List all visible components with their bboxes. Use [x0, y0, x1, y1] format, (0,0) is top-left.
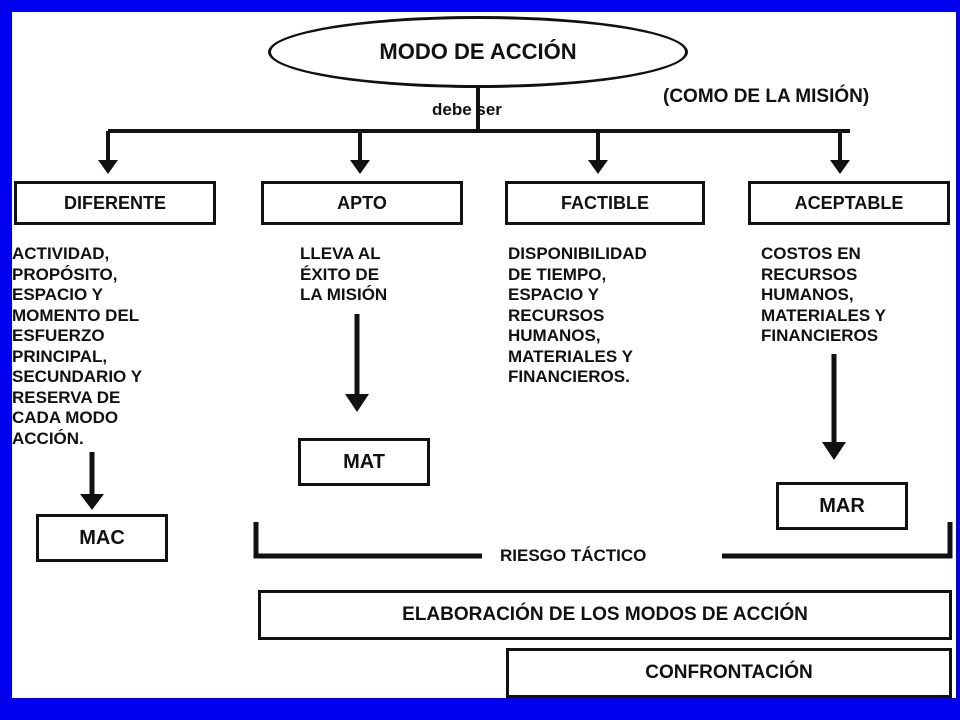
arrowhead-apto — [350, 160, 370, 174]
elaboration-box: ELABORACIÓN DE LOS MODOS DE ACCIÓN — [258, 590, 952, 640]
output-label: MAC — [79, 526, 125, 549]
arrowhead-factible — [588, 160, 608, 174]
criterion-box-diferente: DIFERENTE — [14, 181, 216, 225]
output-label: MAR — [819, 494, 865, 517]
output-box-mar: MAR — [776, 482, 908, 530]
criterion-description-factible: DISPONIBILIDAD DE TIEMPO, ESPACIO Y RECU… — [508, 244, 647, 386]
risk-label: RIESGO TÁCTICO — [500, 546, 647, 565]
criterion-label: ACEPTABLE — [794, 192, 904, 213]
risk-bracket-left — [253, 522, 482, 559]
criterion-label: FACTIBLE — [561, 192, 649, 213]
connector-lines — [80, 88, 953, 559]
criterion-label: APTO — [337, 192, 387, 213]
arrowhead-mac — [80, 494, 104, 510]
title-oval: MODO DE ACCIÓN — [268, 16, 688, 88]
criterion-description-aceptable: COSTOS EN RECURSOS HUMANOS, MATERIALES Y… — [761, 244, 886, 345]
diagram-title: MODO DE ACCIÓN — [379, 39, 577, 64]
subtitle-note: (COMO DE LA MISIÓN) — [663, 86, 870, 107]
criterion-box-aceptable: ACEPTABLE — [748, 181, 950, 225]
risk-bracket-right — [722, 522, 953, 559]
confrontation-box: CONFRONTACIÓN — [506, 648, 952, 698]
confrontation-label: CONFRONTACIÓN — [645, 662, 813, 683]
criterion-description-apto: LLEVA AL ÉXITO DE LA MISIÓN — [300, 244, 388, 304]
criterion-box-apto: APTO — [261, 181, 463, 225]
connector-label: debe ser — [432, 100, 502, 119]
arrowhead-mar — [822, 442, 846, 460]
criterion-box-factible: FACTIBLE — [505, 181, 705, 225]
arrowhead-mat — [345, 394, 369, 412]
output-box-mat: MAT — [298, 438, 430, 486]
elaboration-label: ELABORACIÓN DE LOS MODOS DE ACCIÓN — [402, 604, 808, 625]
arrowhead-diferente — [98, 160, 118, 174]
arrowhead-aceptable — [830, 160, 850, 174]
criterion-label: DIFERENTE — [63, 192, 166, 213]
diagram-canvas: MODO DE ACCIÓN (COMO DE LA MISIÓN) debe … — [12, 12, 956, 698]
criterion-description-diferente: ACTIVIDAD, PROPÓSITO, ESPACIO Y MOMENTO … — [12, 244, 143, 448]
output-label: MAT — [343, 450, 385, 473]
output-box-mac: MAC — [36, 514, 168, 562]
